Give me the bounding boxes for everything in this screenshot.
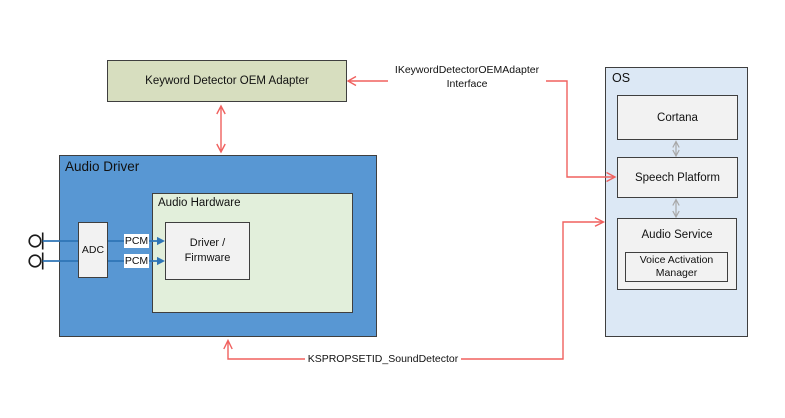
- microphone-icon: [28, 232, 44, 250]
- keyword-detector-oem-adapter-box: Keyword Detector OEM Adapter: [107, 60, 347, 102]
- oem-interface-connector-label: IKeywordDetectorOEMAdapter Interface: [388, 63, 546, 91]
- oem-adapter-audio-driver-arrow: [216, 104, 226, 154]
- keyword-detector-oem-adapter-label: Keyword Detector OEM Adapter: [145, 75, 309, 87]
- audio-service-label: Audio Service: [641, 229, 713, 241]
- sound-detector-connector-label: KSPROPSETID_SoundDetector: [305, 352, 461, 366]
- microphone-icon: [28, 252, 44, 270]
- oem-interface-connector: [346, 75, 617, 183]
- driver-firmware-box: Driver / Firmware: [165, 222, 250, 280]
- audio-hardware-label: Audio Hardware: [158, 197, 241, 209]
- os-label: OS: [612, 71, 631, 85]
- speech-platform-box: Speech Platform: [617, 157, 738, 198]
- cortana-box: Cortana: [617, 95, 738, 140]
- adc-label: ADC: [81, 244, 105, 256]
- audio-driver-label: Audio Driver: [65, 159, 140, 174]
- adc-box: ADC: [78, 222, 108, 278]
- voice-activation-manager-box: Voice Activation Manager: [625, 252, 728, 282]
- pcm-label-top: PCM: [124, 234, 149, 248]
- driver-firmware-label: Driver / Firmware: [184, 237, 231, 264]
- voice-activation-manager-label: Voice Activation Manager: [639, 254, 714, 279]
- cortana-label: Cortana: [657, 111, 698, 124]
- speech-platform-label: Speech Platform: [634, 171, 720, 184]
- pcm-label-bottom: PCM: [124, 254, 149, 268]
